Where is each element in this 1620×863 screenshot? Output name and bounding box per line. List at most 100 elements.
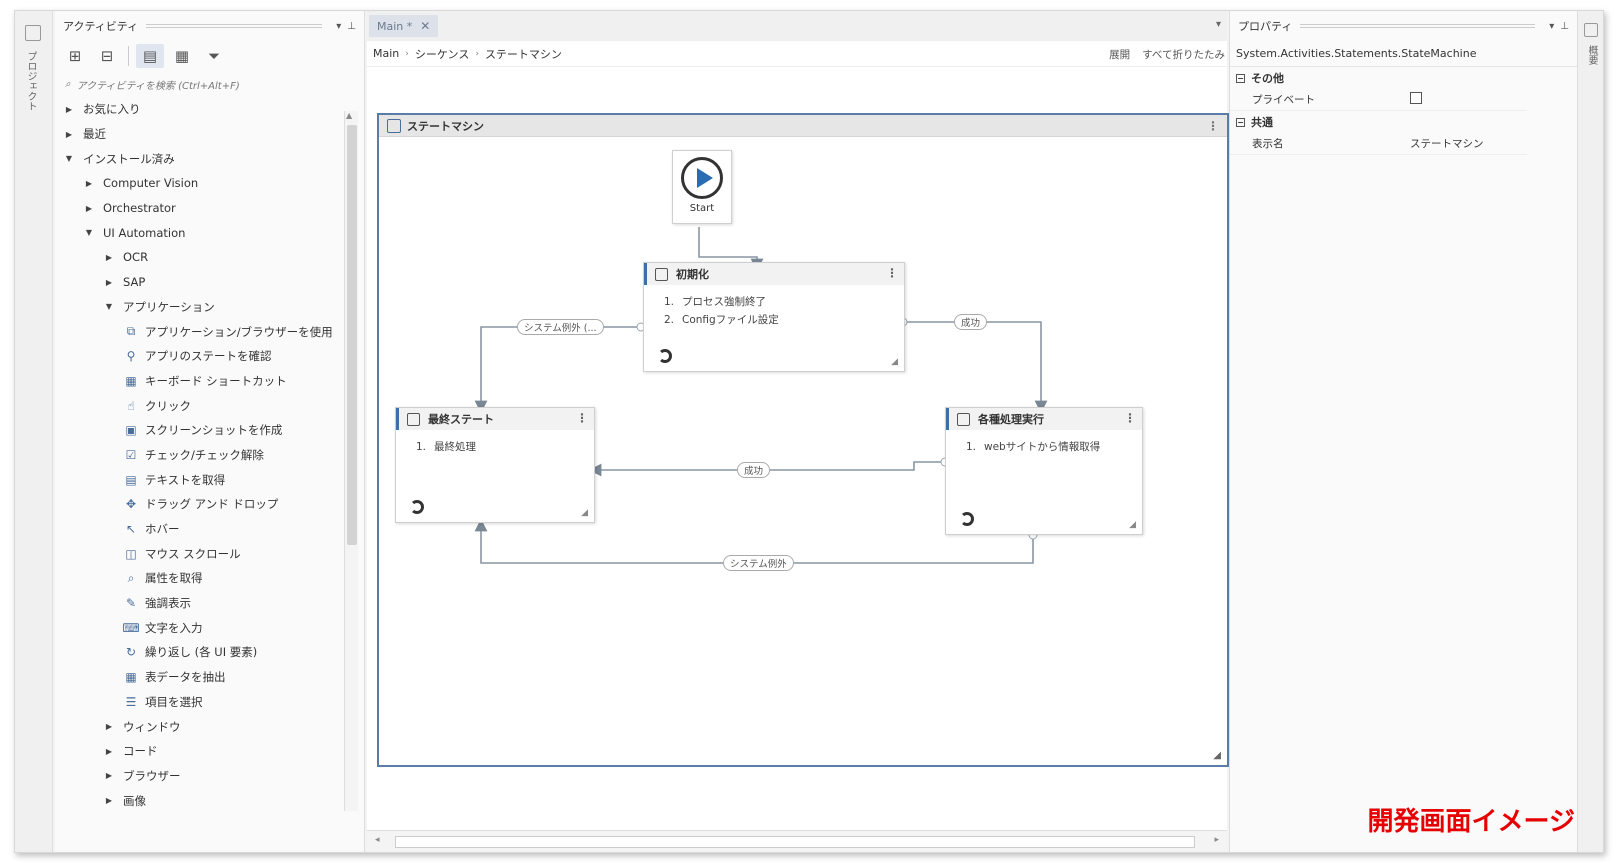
designer-horizontal-scrollbar[interactable]: ◂ ▸ bbox=[367, 830, 1227, 852]
chevron-down-icon[interactable]: ▼ bbox=[85, 228, 93, 238]
start-transition-wire[interactable] bbox=[698, 227, 764, 272]
tree-item[interactable]: ▼UI Automation bbox=[55, 220, 345, 245]
tree-item[interactable]: ▶画像 bbox=[55, 788, 345, 813]
scroll-left-icon[interactable]: ◂ bbox=[375, 835, 380, 845]
outline-dock-label[interactable]: 概要 bbox=[1586, 45, 1597, 65]
tree-item[interactable]: ▶最近 bbox=[55, 122, 345, 147]
tree-item[interactable]: ▦キーボード ショートカット bbox=[55, 369, 345, 394]
tree-item[interactable]: ▤テキストを取得 bbox=[55, 467, 345, 492]
transition-label-process-success[interactable]: 成功 bbox=[737, 462, 771, 478]
chevron-right-icon[interactable]: ▶ bbox=[85, 178, 93, 188]
chevron-right-icon[interactable]: ▶ bbox=[105, 252, 113, 262]
process-success-wire[interactable] bbox=[588, 461, 945, 477]
private-checkbox[interactable] bbox=[1410, 92, 1422, 104]
close-tab-icon[interactable]: ✕ bbox=[420, 19, 431, 33]
tree-item[interactable]: ⌕属性を取得 bbox=[55, 566, 345, 591]
expand-all-icon[interactable]: ⊞ bbox=[68, 47, 82, 65]
project-icon[interactable] bbox=[25, 25, 41, 41]
tree-item[interactable]: ▶お気に入り bbox=[55, 97, 345, 122]
state-process[interactable]: 各種処理実行 ⋮ 1.webサイトから情報取得 ◢ bbox=[945, 407, 1143, 535]
transition-label-init-to-process[interactable]: 成功 bbox=[954, 314, 988, 330]
tree-item[interactable]: ☰項目を選択 bbox=[55, 690, 345, 715]
state-machine-container[interactable]: ステートマシン ⋮ bbox=[377, 113, 1229, 767]
collapse-all-button[interactable]: すべて折りたたみ bbox=[1142, 49, 1225, 61]
exit-icon[interactable] bbox=[658, 349, 672, 363]
tree-item[interactable]: ▶SAP bbox=[55, 270, 345, 295]
tree-item[interactable]: ↖ホバー bbox=[55, 517, 345, 542]
tree-item[interactable]: ▦表データを抽出 bbox=[55, 665, 345, 690]
scroll-thumb[interactable] bbox=[347, 125, 357, 545]
state-menu-icon[interactable]: ⋮ bbox=[886, 266, 898, 280]
tree-item[interactable]: ▶OCR bbox=[55, 245, 345, 270]
resize-handle-icon[interactable]: ◢ bbox=[891, 357, 898, 367]
collapse-all-icon[interactable]: ⊟ bbox=[100, 47, 114, 65]
chevron-right-icon[interactable]: ▶ bbox=[105, 722, 113, 732]
collapse-icon[interactable]: − bbox=[1236, 117, 1245, 127]
chevron-right-icon[interactable]: ▶ bbox=[65, 104, 73, 114]
tab-main[interactable]: Main * ✕ bbox=[369, 15, 439, 37]
activity-tree-scrollbar[interactable]: ▲ bbox=[344, 111, 358, 811]
chevron-right-icon[interactable]: ▶ bbox=[85, 203, 93, 213]
exit-icon[interactable] bbox=[410, 500, 424, 514]
tree-item[interactable]: ⚲アプリのステートを確認 bbox=[55, 344, 345, 369]
pin-icon[interactable]: ⊥ bbox=[1560, 20, 1569, 32]
property-category-other[interactable]: − その他 bbox=[1236, 72, 1284, 85]
chevron-right-icon[interactable]: ▶ bbox=[105, 796, 113, 806]
state-init[interactable]: 初期化 ⋮ 1.プロセス強制終了 2.Configファイル設定 ◢ bbox=[643, 262, 905, 372]
tree-item[interactable]: ▶ブラウザー bbox=[55, 764, 345, 789]
scroll-up-icon[interactable]: ▲ bbox=[346, 111, 353, 120]
init-to-final-wire[interactable] bbox=[474, 326, 641, 414]
state-final[interactable]: 最終ステート ⋮ 1.最終処理 ◢ bbox=[395, 407, 595, 523]
state-menu-icon[interactable]: ⋮ bbox=[1124, 411, 1136, 425]
chevron-right-icon[interactable]: ▶ bbox=[65, 129, 73, 139]
tree-item[interactable]: ▶Computer Vision bbox=[55, 171, 345, 196]
panel-drag-handle[interactable] bbox=[146, 24, 323, 28]
tree-item[interactable]: ☝クリック bbox=[55, 393, 345, 418]
tree-item[interactable]: ▶コード bbox=[55, 739, 345, 764]
chevron-right-icon[interactable]: ▶ bbox=[105, 746, 113, 756]
tree-item[interactable]: ▶ウィンドウ bbox=[55, 714, 345, 739]
resize-handle-icon[interactable]: ◢ bbox=[1129, 520, 1136, 530]
container-resize-handle-icon[interactable]: ◢ bbox=[1213, 750, 1221, 761]
tree-item[interactable]: ⌨文字を入力 bbox=[55, 615, 345, 640]
filter-icon[interactable]: ⏷ bbox=[207, 47, 220, 65]
state-menu-icon[interactable]: ⋮ bbox=[576, 411, 588, 425]
panel-menu-icon[interactable]: ▾ bbox=[1549, 20, 1555, 32]
tree-item[interactable]: ✎強調表示 bbox=[55, 591, 345, 616]
outline-icon[interactable] bbox=[1584, 23, 1598, 37]
tree-item[interactable]: ▼インストール済み bbox=[55, 146, 345, 171]
chevron-down-icon[interactable]: ▼ bbox=[105, 302, 113, 312]
breadcrumb-item-state-machine[interactable]: ステートマシン bbox=[484, 47, 562, 61]
panel-menu-icon[interactable]: ▾ bbox=[336, 20, 342, 32]
project-dock-label[interactable]: プロジェクト bbox=[25, 51, 36, 111]
chevron-down-icon[interactable]: ▼ bbox=[65, 154, 73, 164]
transition-label-process-error[interactable]: システム例外 bbox=[723, 555, 794, 571]
list-view-icon[interactable]: ▤ bbox=[136, 44, 164, 68]
expand-button[interactable]: 展開 bbox=[1109, 49, 1131, 61]
state-machine-header[interactable]: ステートマシン ⋮ bbox=[379, 115, 1227, 137]
resize-handle-icon[interactable]: ◢ bbox=[581, 508, 588, 518]
scroll-track[interactable] bbox=[395, 836, 1195, 848]
init-to-process-wire[interactable] bbox=[903, 321, 1048, 414]
tree-item[interactable]: ↻繰り返し (各 UI 要素) bbox=[55, 640, 345, 665]
display-name-field[interactable]: ステートマシン bbox=[1410, 138, 1484, 150]
tree-item[interactable]: ⧉アプリケーション/ブラウザーを使用 bbox=[55, 319, 345, 344]
state-final-header[interactable]: 最終ステート ⋮ bbox=[396, 408, 594, 430]
tree-item[interactable]: ◫マウス スクロール bbox=[55, 541, 345, 566]
pin-icon[interactable]: ⊥ bbox=[347, 20, 356, 32]
transition-label-init-to-final[interactable]: システム例外 (... bbox=[517, 319, 604, 335]
collapse-icon[interactable]: − bbox=[1236, 73, 1245, 83]
tree-item[interactable]: ☑チェック/チェック解除 bbox=[55, 443, 345, 468]
exit-icon[interactable] bbox=[960, 512, 974, 526]
panel-drag-handle[interactable] bbox=[1300, 24, 1536, 28]
chevron-right-icon[interactable]: ▶ bbox=[105, 771, 113, 781]
grid-view-icon[interactable]: ▦ bbox=[174, 47, 190, 65]
chevron-right-icon[interactable]: ▶ bbox=[105, 277, 113, 287]
state-machine-menu-icon[interactable]: ⋮ bbox=[1207, 119, 1219, 133]
state-process-header[interactable]: 各種処理実行 ⋮ bbox=[946, 408, 1142, 430]
tree-item[interactable]: ▶Orchestrator bbox=[55, 196, 345, 221]
breadcrumb-item-main[interactable]: Main bbox=[373, 47, 400, 60]
tree-item[interactable]: ▼アプリケーション bbox=[55, 295, 345, 320]
state-init-header[interactable]: 初期化 ⋮ bbox=[644, 263, 904, 285]
tree-item[interactable]: ▣スクリーンショットを作成 bbox=[55, 418, 345, 443]
